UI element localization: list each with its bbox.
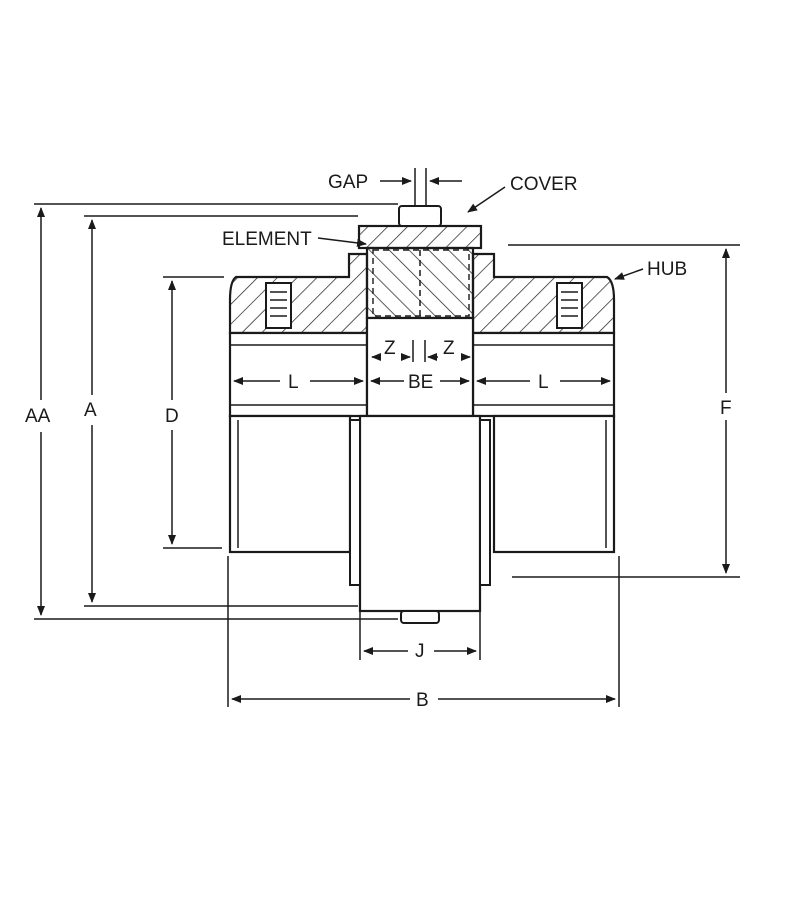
- left-hub-bore-band: [228, 331, 369, 418]
- label-z-left: Z: [384, 338, 396, 359]
- label-hub: HUB: [647, 259, 687, 280]
- right-hub-body: [492, 414, 616, 554]
- right-hub-flange-section: [471, 252, 616, 335]
- labels: GAP COVER ELEMENT HUB AA A D F L BE L Z …: [25, 172, 732, 711]
- label-f: F: [720, 398, 732, 419]
- left-hub-body: [228, 414, 352, 554]
- label-be: BE: [408, 372, 433, 393]
- cover-bottom-tab: [400, 610, 440, 624]
- label-l-left: L: [288, 372, 299, 393]
- cover-band: [357, 224, 483, 250]
- label-d: D: [165, 406, 179, 427]
- label-b: B: [416, 690, 429, 711]
- label-j: J: [415, 641, 425, 662]
- element-lower-body: [358, 414, 482, 613]
- dimension-lines: [37, 177, 730, 703]
- center-element: [349, 205, 491, 624]
- element-core: [365, 316, 475, 418]
- label-element: ELEMENT: [222, 229, 312, 250]
- label-a: A: [84, 400, 97, 421]
- extension-lines: [34, 168, 740, 707]
- cover-leader: [467, 186, 506, 213]
- left-hub-setscrew: [265, 282, 292, 329]
- label-gap: GAP: [328, 172, 368, 193]
- right-hub-setscrew: [556, 282, 583, 329]
- element-inner-dashed: [372, 249, 470, 317]
- label-aa: AA: [25, 406, 51, 427]
- hub-leader: [614, 268, 644, 280]
- leaders: [317, 186, 644, 280]
- element-left-flange: [349, 419, 361, 586]
- element-leader: [317, 237, 367, 247]
- label-cover: COVER: [510, 174, 578, 195]
- cover-top-tab: [398, 205, 442, 227]
- element-right-flange: [479, 419, 491, 586]
- label-z-right: Z: [443, 338, 455, 359]
- right-hub-bore-band: [471, 331, 616, 418]
- right-hub: [471, 252, 616, 554]
- label-l-right: L: [538, 372, 549, 393]
- left-hub: [228, 252, 369, 554]
- left-hub-flange-section: [228, 252, 369, 335]
